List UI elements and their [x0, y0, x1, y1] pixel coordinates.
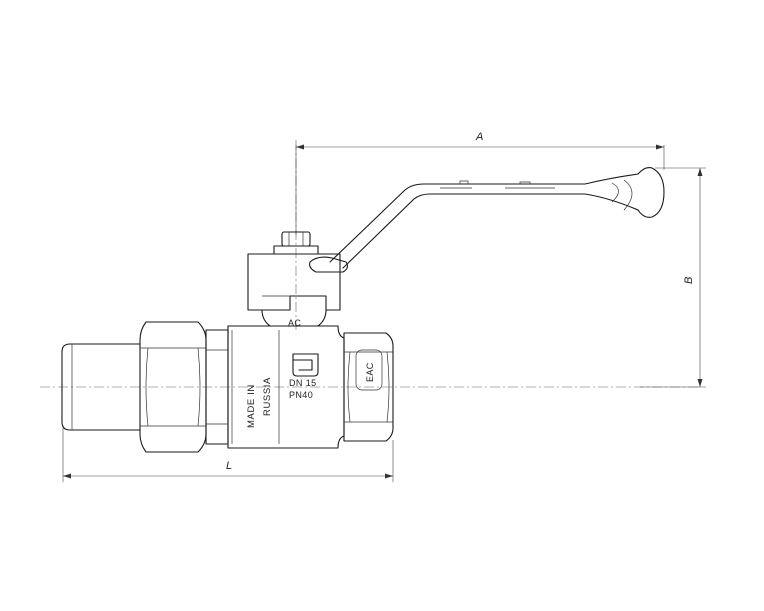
body-markings: MADE IN RUSSIA AC DN 15 PN40 EAC: [246, 318, 375, 428]
union-coupling: [61, 321, 229, 453]
dimension-b-label: B: [683, 277, 695, 284]
brand-logo-text: AC: [288, 318, 301, 328]
stem-housing: [247, 253, 341, 327]
hex-end-right: [343, 332, 394, 442]
valve-handle: [309, 167, 665, 273]
country-text: RUSSIA: [262, 377, 273, 416]
dimension-a-label: A: [475, 131, 483, 143]
size-mark-icon: [292, 353, 319, 377]
size-text: DN 15: [289, 378, 317, 388]
dimension-a: A: [295, 131, 665, 235]
made-in-text: MADE IN: [246, 384, 257, 428]
pressure-text: PN40: [289, 390, 313, 400]
dimension-b: B: [640, 167, 706, 388]
dimension-l-label: L: [226, 460, 232, 472]
dimension-l: L: [62, 425, 394, 482]
eac-cert-text: EAC: [365, 362, 375, 382]
